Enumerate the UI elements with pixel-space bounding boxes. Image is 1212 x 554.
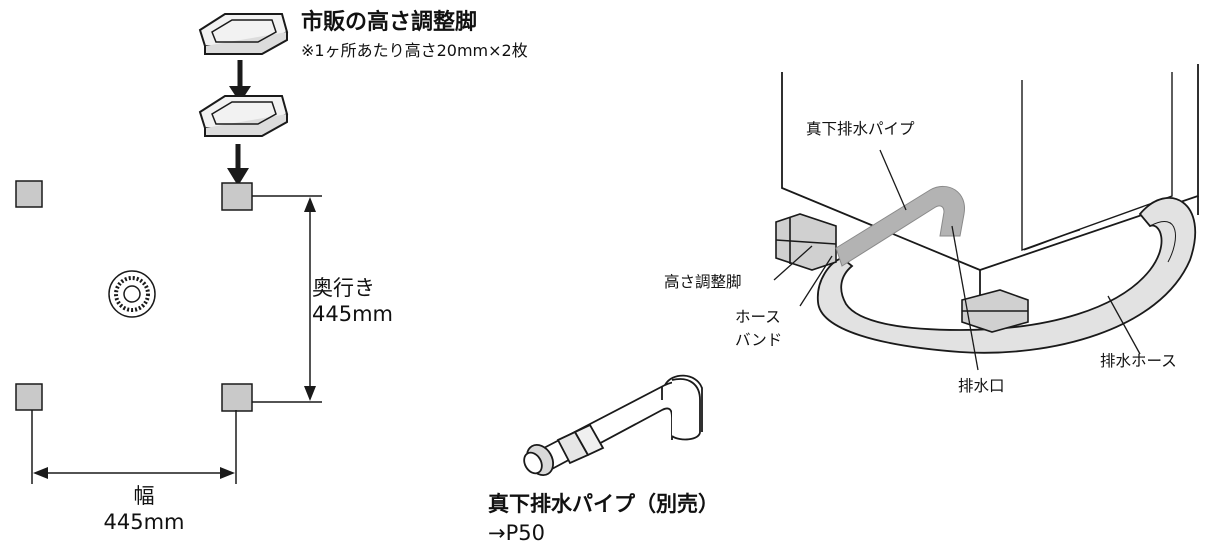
callout-vertical-drain-pipe: 真下排水パイプ <box>806 120 915 138</box>
accessory-page-ref: →P50 <box>488 521 545 545</box>
callout-drain-outlet: 排水口 <box>958 377 1005 395</box>
arrow-down-2 <box>227 144 249 186</box>
width-label: 幅 <box>133 484 155 508</box>
drain-outlet-icon <box>108 270 156 318</box>
accessory-pipe-title: 真下排水パイプ（別売） <box>488 492 719 516</box>
height-adjuster-leg-left <box>775 213 837 271</box>
height-adjuster-pad-upper <box>198 13 289 55</box>
depth-value: 445mm <box>312 302 393 326</box>
drain-hose <box>817 197 1197 354</box>
callout-hose-band-line1: ホース <box>735 308 781 326</box>
callout-hose-band-line2: バンド <box>735 331 783 349</box>
width-value: 445mm <box>103 510 185 534</box>
foot-square-top-right <box>221 182 253 211</box>
height-adjuster-title: 市販の高さ調整脚 <box>301 10 478 35</box>
foot-square-bottom-right <box>221 383 253 412</box>
callout-height-adjuster: 高さ調整脚 <box>664 273 742 291</box>
callout-leaders <box>773 149 1141 371</box>
width-dimension <box>31 410 237 484</box>
height-adjuster-note: ※1ヶ所あたり高さ20mm×2枚 <box>301 41 528 60</box>
foot-square-bottom-left <box>15 383 43 411</box>
callout-drain-hose: 排水ホース <box>1100 352 1177 370</box>
height-adjuster-leg-center <box>961 289 1029 333</box>
drain-pipe-accessory <box>523 374 703 476</box>
washing-machine <box>781 64 1199 300</box>
depth-label: 奥行き <box>312 276 375 300</box>
foot-square-top-left <box>15 180 43 208</box>
vertical-drain-pipe <box>835 185 965 267</box>
arrow-down-1 <box>229 60 251 103</box>
height-adjuster-pad-lower <box>198 95 289 137</box>
depth-dimension <box>252 195 322 403</box>
